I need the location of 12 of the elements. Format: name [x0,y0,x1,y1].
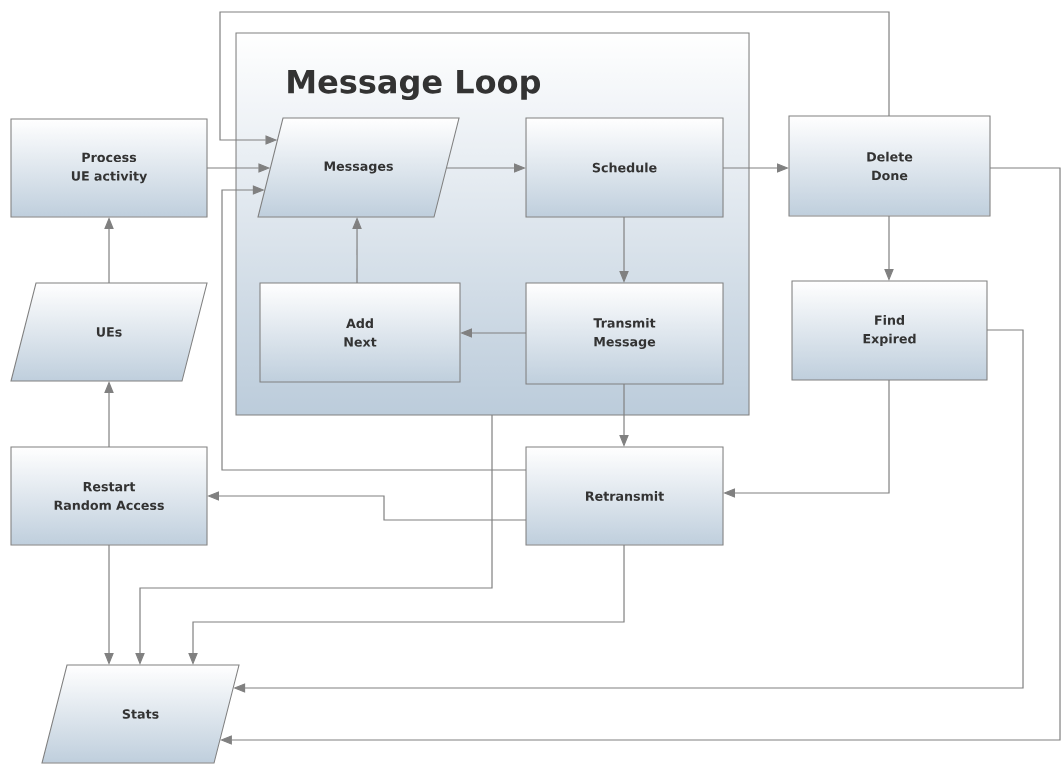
data-parallelogram: UEs [10,282,208,382]
process-box: Find Expired [791,280,988,381]
process-box: Add Next [259,282,461,383]
process-box: Process UE activity [10,118,208,218]
process-box: Schedule [525,117,724,218]
process-box: Transmit Message [525,282,724,385]
arrow [221,185,527,471]
data-parallelogram: Stats [41,664,240,764]
process-box: Retransmit [525,446,724,546]
process-box: Restart Random Access [10,446,208,546]
arrow [219,11,890,145]
process-box: Delete Done [788,115,991,217]
